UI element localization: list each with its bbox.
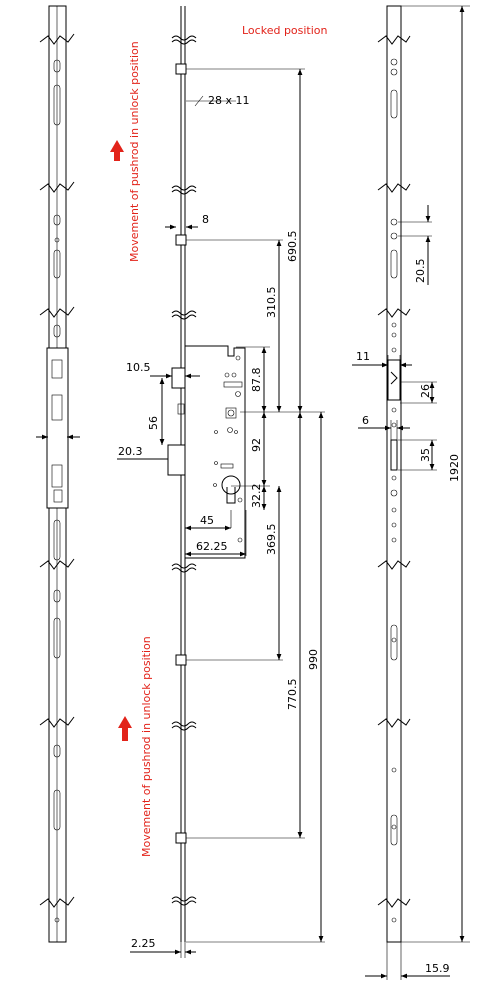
latch-bolt bbox=[171, 367, 186, 389]
cylinder-cutout bbox=[221, 475, 241, 495]
movement-note-upper: Movement of pushrod in unlock position bbox=[128, 41, 141, 262]
dim-310-5: 310.5 bbox=[265, 287, 278, 319]
dim-1920: 1920 bbox=[448, 454, 461, 482]
side-lock-case bbox=[46, 347, 69, 509]
dim-990: 990 bbox=[307, 649, 320, 670]
break-marks-right bbox=[377, 35, 411, 908]
front-view-center: 28 x 11 8 690.5 310.5 10.5 87.8 56 92 20… bbox=[117, 6, 325, 958]
hook-bolt-2 bbox=[175, 234, 187, 246]
faceplate-view-right: 20.5 11 26 6 35 1920 15.9 bbox=[352, 5, 470, 980]
red-up-arrow-icon-lower bbox=[118, 716, 132, 741]
faceplate-holes bbox=[387, 58, 401, 923]
hook-bolt-3 bbox=[175, 654, 187, 666]
dim-45: 45 bbox=[200, 514, 214, 527]
dim-28x11: 28 x 11 bbox=[208, 94, 250, 107]
dim-369-5: 369.5 bbox=[265, 524, 278, 556]
extension-lines-center bbox=[186, 68, 325, 943]
dim-32-2: 32.2 bbox=[250, 484, 263, 509]
faceplate bbox=[386, 5, 402, 943]
dim-15-9: 15.9 bbox=[425, 962, 450, 975]
dim-10-5: 10.5 bbox=[126, 361, 151, 374]
hook-bolt-4 bbox=[175, 832, 187, 844]
dim-26: 26 bbox=[419, 384, 432, 398]
dim-690-5: 690.5 bbox=[286, 231, 299, 263]
dim-87-8: 87.8 bbox=[250, 368, 263, 393]
dead-bolt bbox=[167, 444, 186, 476]
dim-770-5: 770.5 bbox=[286, 679, 299, 711]
locked-position-label: Locked position bbox=[242, 24, 328, 37]
dim-6: 6 bbox=[362, 414, 369, 427]
dim-56: 56 bbox=[147, 416, 160, 430]
dim-8: 8 bbox=[202, 213, 209, 226]
side-slots bbox=[46, 59, 69, 923]
dim-20-5: 20.5 bbox=[414, 259, 427, 284]
break-marks-left bbox=[39, 33, 75, 908]
dim-20-3: 20.3 bbox=[118, 445, 143, 458]
dim-11: 11 bbox=[356, 350, 370, 363]
dim-62-25: 62.25 bbox=[196, 540, 228, 553]
unlock-note-lower: Movement of pushrod in unlock position bbox=[118, 636, 153, 857]
deadbolt-opening bbox=[390, 439, 398, 471]
dim-2-25: 2.25 bbox=[131, 937, 156, 950]
hook-bolt-1 bbox=[175, 63, 187, 75]
latch-opening bbox=[387, 359, 401, 401]
dim-92: 92 bbox=[250, 438, 263, 452]
red-up-arrow-icon bbox=[110, 140, 124, 161]
movement-note-lower: Movement of pushrod in unlock position bbox=[140, 636, 153, 857]
break-marks-center bbox=[171, 35, 197, 906]
dim-35: 35 bbox=[419, 448, 432, 462]
side-view-left bbox=[36, 5, 80, 943]
unlock-note-upper: Movement of pushrod in unlock position bbox=[110, 41, 141, 262]
